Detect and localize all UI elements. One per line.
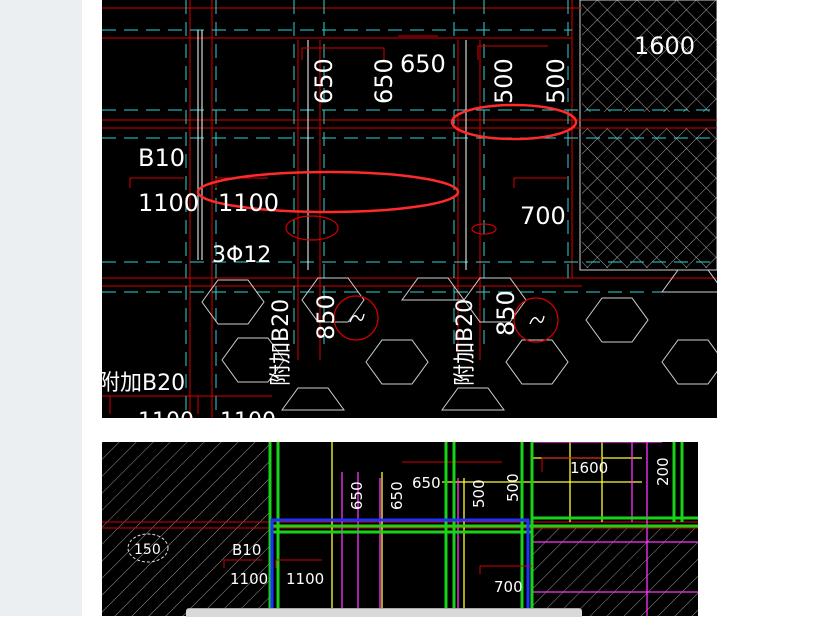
cad-drawing-bottom[interactable]: 150 B10 1100 1100 650 1600 700 650 650 5… (102, 442, 698, 616)
dim-1600: 1600 (634, 32, 695, 60)
circle-marker (127, 533, 169, 563)
dim-850-b: 850 (492, 290, 520, 336)
panel-separator (102, 418, 717, 442)
label-b10: B10 (138, 144, 185, 172)
dim-650-vertical-a: 650 (348, 481, 366, 510)
dim-1600: 1600 (570, 459, 608, 477)
dim-1100-mid: 1100 (218, 189, 279, 217)
dim-500-vertical-a: 500 (470, 479, 488, 508)
beam-outline (270, 518, 530, 616)
overlay-window-edge[interactable] (186, 608, 582, 617)
column-symbols (285, 215, 559, 343)
dim-650-vertical-b: 650 (388, 481, 406, 510)
dim-500-vertical-b: 500 (542, 58, 570, 104)
cad-canvas-top[interactable]: B10 1100 1100 3Φ12 650 1600 700 650 650 … (102, 0, 717, 418)
dim-650-horizontal: 650 (400, 50, 446, 78)
cad-canvas-bottom[interactable]: 150 B10 1100 1100 650 1600 700 650 650 5… (102, 442, 698, 616)
dim-700: 700 (494, 578, 523, 596)
dim-500-vertical-b: 500 (504, 473, 522, 502)
left-gutter (0, 0, 82, 616)
dim-650-vertical-b: 650 (370, 58, 398, 104)
dim-1100-bottom-a: 1100 (138, 409, 194, 418)
green-rebar-lines (268, 442, 698, 616)
hatch-region-left (102, 442, 270, 616)
dim-1100-left: 1100 (138, 189, 199, 217)
label-add-b20-c: 附加B20 (102, 371, 185, 396)
annotation-ellipses (196, 103, 578, 214)
cyan-dashed-lines (102, 0, 717, 418)
dim-200: 200 (654, 457, 672, 486)
dim-650-horizontal: 650 (412, 474, 441, 492)
dim-700: 700 (520, 202, 566, 230)
label-add-b20-a: 附加B20 (269, 299, 294, 386)
dim-1100-bottom-b: 1100 (220, 409, 276, 418)
label-b10: B10 (232, 541, 261, 559)
label-rebar: 3Φ12 (212, 243, 271, 268)
red-grid-lines (102, 0, 717, 418)
dim-500-vertical-a: 500 (490, 58, 518, 104)
hatch-region-right (532, 528, 698, 616)
cad-drawing-top[interactable]: B10 1100 1100 3Φ12 650 1600 700 650 650 … (102, 0, 717, 418)
dim-650-vertical-a: 650 (310, 58, 338, 104)
dim-1100-a: 1100 (230, 570, 268, 588)
dim-850-a: 850 (312, 294, 340, 340)
dim-1100-b: 1100 (286, 570, 324, 588)
dim-150: 150 (134, 542, 161, 558)
label-add-b20-b: 附加B20 (453, 299, 478, 386)
